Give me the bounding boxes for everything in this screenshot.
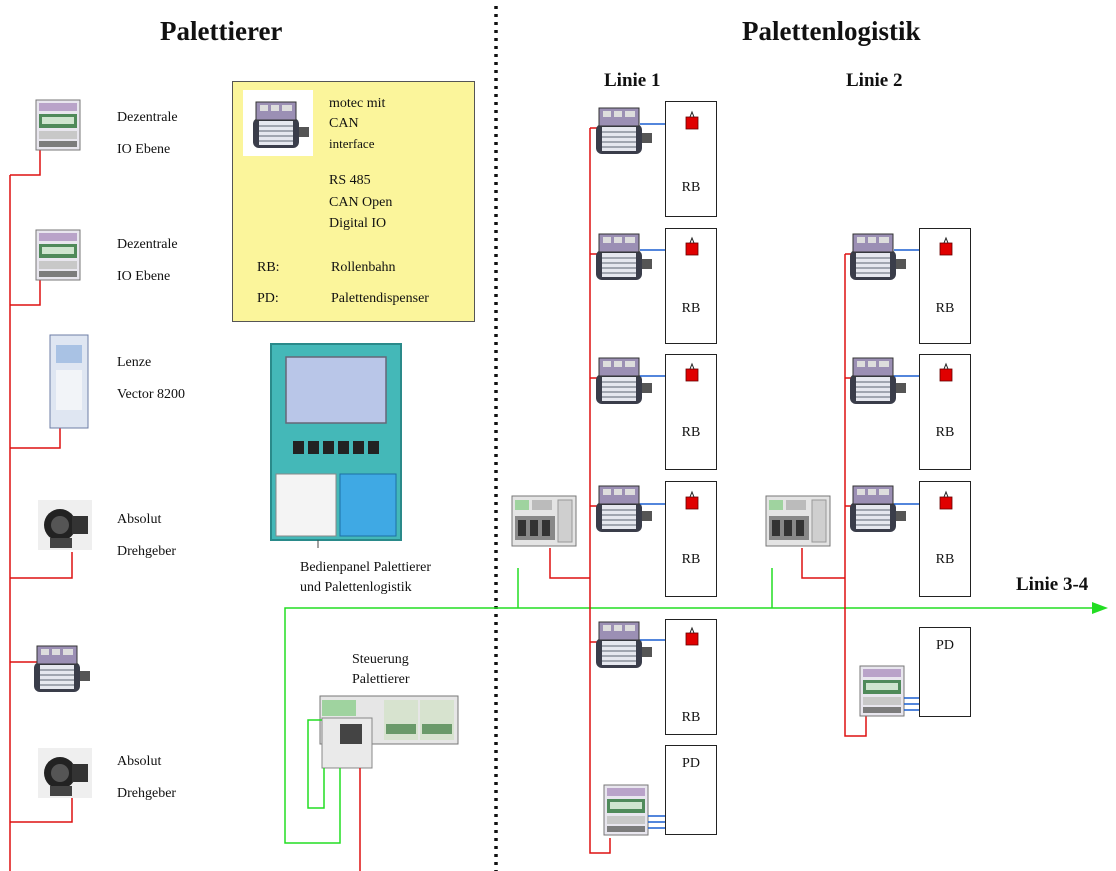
pallet-dispenser-box: PD (665, 745, 717, 835)
legend-canopen: CAN Open (329, 195, 393, 210)
label-line-3-4: Linie 3-4 (1016, 574, 1089, 595)
legend-pd-key: PD: (257, 291, 279, 306)
legend-rs485: RS 485 (329, 173, 371, 188)
device-label-encoder-1: Absolut Drehgeber (117, 512, 177, 559)
controller-caption: Steuerung Palettierer (352, 652, 410, 687)
heading-pallet-logistics: Palettenlogistik (742, 16, 921, 46)
heading-palletizer: Palettierer (160, 16, 283, 46)
label-line-2: Linie 2 (846, 70, 903, 91)
label-line-1: Linie 1 (604, 70, 661, 91)
pallet-dispenser-box: PD (919, 627, 971, 717)
roller-conveyor-box: RB (665, 228, 717, 344)
operator-panel (270, 343, 402, 541)
legend-rb-key: RB: (257, 260, 280, 275)
roller-conveyor-box: RB (919, 228, 971, 344)
legend-digitalio: Digital IO (329, 216, 387, 231)
legend-pd-value: Palettendispenser (331, 291, 429, 306)
roller-conveyor-box: RB (665, 619, 717, 735)
palletizer-controller (319, 695, 459, 769)
legend-rb-value: Rollenbahn (331, 260, 396, 275)
legend-motec: motec mit CAN interface (329, 96, 386, 151)
device-label-encoder-2: Absolut Drehgeber (117, 754, 177, 801)
device-label-lenze: Lenze Vector 8200 (117, 355, 186, 402)
roller-conveyor-box: RB (665, 101, 717, 217)
roller-conveyor-box: RB (919, 354, 971, 470)
roller-conveyor-box: RB (665, 354, 717, 470)
roller-conveyor-box: RB (665, 481, 717, 597)
panel-caption: Bedienpanel Palettierer und Palettenlogi… (300, 560, 431, 595)
device-label-io-2: Dezentrale IO Ebene (117, 237, 178, 284)
roller-conveyor-box: RB (919, 481, 971, 597)
legend: motec mit CAN interface RS 485 CAN Open … (232, 81, 475, 322)
arrow-head (1092, 602, 1108, 614)
motor-icon (243, 90, 313, 156)
device-label-io-1: Dezentrale IO Ebene (117, 110, 178, 157)
